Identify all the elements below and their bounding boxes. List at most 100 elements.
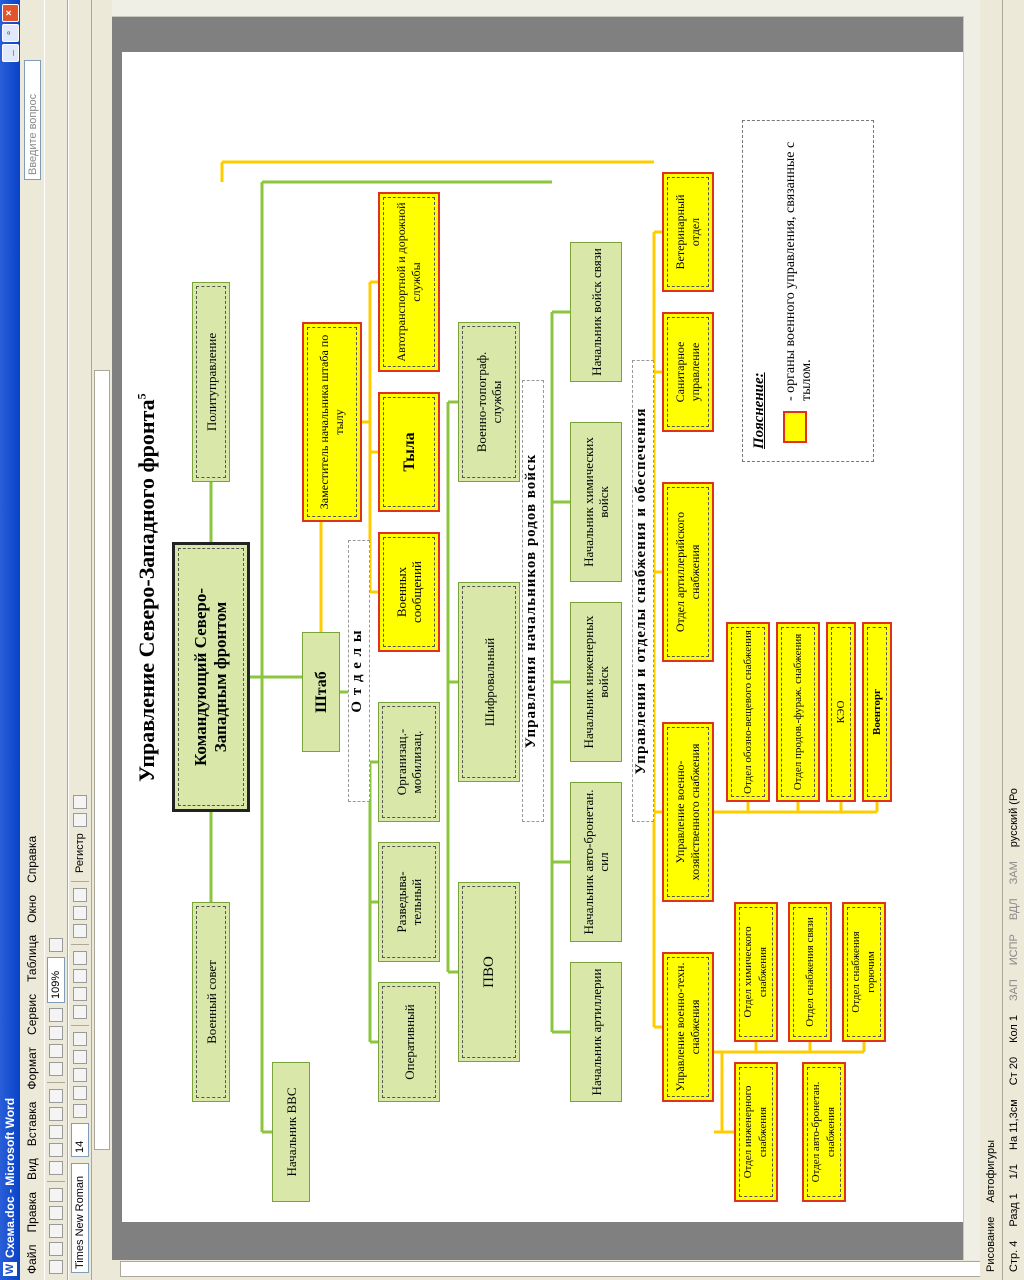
align-center-icon[interactable]: [73, 987, 87, 1001]
save-icon[interactable]: [49, 1224, 63, 1238]
deputy-box: Заместитель начальника штаба по тылу: [302, 322, 362, 522]
menu-format[interactable]: Формат: [25, 1046, 39, 1090]
rear-dept-auto: Автотранспортной и дорожной службы: [378, 192, 440, 372]
department-mobilization: Организац.-мобилизац.: [378, 702, 440, 822]
departments-band: О т д е л ы: [348, 540, 370, 802]
bullets-icon[interactable]: [73, 906, 87, 920]
minimize-button[interactable]: _: [2, 44, 19, 62]
rear-dept-transport: Военных сообщений: [378, 532, 440, 652]
vertical-ruler[interactable]: [112, 1260, 1002, 1280]
font-color-icon[interactable]: [73, 795, 87, 810]
commander-box: Командующий Северо-Западным фронтом: [172, 542, 250, 812]
formatting-toolbar: Times New Roman 14 Регистр: [68, 0, 92, 1280]
restore-button[interactable]: ▫: [2, 24, 19, 42]
supply-medical: Санитарное управление: [662, 312, 714, 432]
document-page: Управление Северо-Западного фронта5 Воен…: [122, 52, 982, 1222]
table-icon[interactable]: [49, 1062, 63, 1076]
help-icon[interactable]: [49, 938, 63, 952]
menu-help[interactable]: Справка: [25, 835, 39, 883]
open-icon[interactable]: [49, 1242, 63, 1256]
vertical-scrollbar[interactable]: [112, 0, 1002, 17]
cut-icon[interactable]: [49, 1161, 63, 1175]
department-topography: Военно-топограф. службы: [458, 322, 520, 482]
underline-icon[interactable]: [73, 1032, 87, 1046]
air-chief-box: Начальник ВВС: [272, 1062, 310, 1202]
horizontal-ruler[interactable]: [92, 0, 112, 1280]
draw-menu[interactable]: Рисование: [985, 1216, 997, 1272]
department-cipher: Шифровальный: [458, 582, 520, 782]
bold-icon[interactable]: [73, 1068, 87, 1082]
horizontal-scrollbar[interactable]: [963, 16, 980, 1260]
status-pages: 1/1: [1007, 1163, 1020, 1180]
pilcrow-icon[interactable]: [49, 1008, 63, 1022]
household-sub-food: Отдел продов.-фураж. снабжения: [776, 622, 820, 802]
tech-sub-engineer: Отдел инженерного снабжения: [734, 1062, 778, 1202]
align-left-icon[interactable]: [73, 1005, 87, 1019]
redo-icon[interactable]: [49, 1089, 63, 1103]
copy-icon[interactable]: [49, 1143, 63, 1157]
menu-edit[interactable]: Правка: [25, 1191, 39, 1233]
status-mode-rec[interactable]: ЗАП: [1007, 979, 1020, 1002]
diagram-title-text: Управление Северо-Западного фронта: [134, 399, 159, 782]
font-size-combo[interactable]: 14: [71, 1123, 89, 1157]
status-page: Стр. 4: [1007, 1240, 1020, 1272]
supply-household: Управление военно-хозяйственного снабжен…: [662, 722, 714, 902]
close-button[interactable]: ×: [2, 4, 19, 22]
align-right-icon[interactable]: [73, 969, 87, 983]
print-icon[interactable]: [49, 1206, 63, 1220]
department-intelligence: Разведыва-тельный: [378, 842, 440, 962]
highlight-icon[interactable]: [73, 813, 87, 828]
document-area: Управление Северо-Западного фронта5 Воен…: [112, 16, 1002, 1260]
supply-band: Управления и отделы снабжения и обеспече…: [632, 360, 654, 822]
justify-icon[interactable]: [73, 951, 87, 965]
grow-font-icon[interactable]: [73, 1104, 87, 1118]
menu-tools[interactable]: Сервис: [25, 993, 39, 1035]
drawing-icon[interactable]: [49, 1026, 63, 1040]
paste-icon[interactable]: [49, 1125, 63, 1139]
zoom-combo[interactable]: 109%: [47, 957, 65, 1003]
new-doc-icon[interactable]: [49, 1260, 63, 1274]
household-sub-voentorg: Военторг: [862, 622, 892, 802]
ask-question-input[interactable]: Введите вопрос: [24, 60, 41, 180]
supply-military-tech: Управление военно-техн. снабжения: [662, 952, 714, 1102]
branch-engineer: Начальник инженерных войск: [570, 602, 622, 762]
connector-lines: [209, 160, 879, 1134]
military-council-box: Военный совет: [192, 902, 230, 1102]
legend-text: - органы военного управления, связанные …: [783, 141, 814, 401]
legend: Пояснение: - органы военного управления,…: [742, 120, 874, 462]
columns-icon[interactable]: [49, 1044, 63, 1058]
branch-chemical: Начальник химических войск: [570, 422, 622, 582]
menu-view[interactable]: Вид: [25, 1158, 39, 1180]
preview-icon[interactable]: [49, 1188, 63, 1202]
tech-sub-signal: Отдел снабжения связи: [788, 902, 832, 1042]
font-name-combo[interactable]: Times New Roman: [71, 1163, 89, 1273]
status-section: Разд 1: [1007, 1193, 1020, 1227]
status-language: русский (Ро: [1007, 788, 1020, 848]
menu-file[interactable]: Файл: [25, 1244, 39, 1274]
tech-sub-fuel: Отдел снабжения горючим: [842, 902, 886, 1042]
legend-title: Пояснение:: [751, 372, 767, 449]
window-title: Схема.doc - Microsoft Word: [3, 1097, 17, 1258]
status-mode-trk[interactable]: ИСПР: [1007, 934, 1020, 966]
status-mode-ext[interactable]: ВДЛ: [1007, 898, 1020, 921]
legend-swatch: [783, 411, 807, 443]
undo-icon[interactable]: [49, 1107, 63, 1121]
status-mode-ovr[interactable]: ЗАМ: [1007, 861, 1020, 885]
word-app-icon: W: [3, 1262, 17, 1276]
status-at: На 11,3см: [1007, 1099, 1020, 1150]
standard-toolbar: 109%: [44, 0, 68, 1280]
style-label[interactable]: Регистр: [74, 833, 86, 873]
shrink-font-icon[interactable]: [73, 1086, 87, 1100]
diagram-title: Управление Северо-Западного фронта5: [134, 393, 160, 782]
menu-table[interactable]: Таблица: [25, 934, 39, 982]
menu-window[interactable]: Окно: [25, 894, 39, 923]
menu-insert[interactable]: Вставка: [25, 1101, 39, 1147]
political-box: Политуправление: [192, 282, 230, 482]
italic-icon[interactable]: [73, 1050, 87, 1064]
department-air-defense: ПВО: [458, 882, 520, 1062]
indent-icon[interactable]: [73, 888, 87, 902]
numbering-icon[interactable]: [73, 924, 87, 938]
autoshapes-menu[interactable]: Автофигуры: [985, 1140, 997, 1203]
title-bar: W Схема.doc - Microsoft Word _ ▫ ×: [0, 0, 20, 1280]
